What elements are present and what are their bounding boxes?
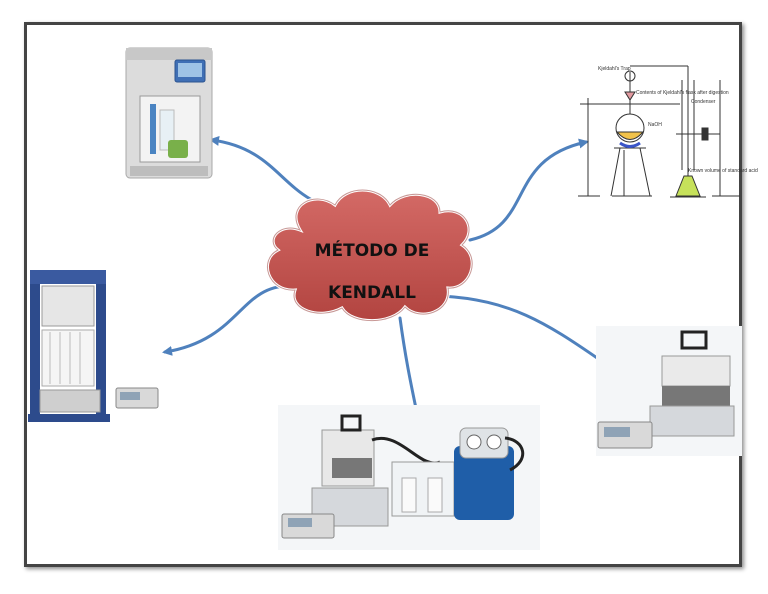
label-acid: Known volume of standard acid [688,168,758,174]
kjeldahl-apparatus-diagram: Kjeldahl's Trap Contents of Kjeldahl's f… [578,65,758,198]
central-cloud [266,188,474,323]
compact-block-image [596,326,742,456]
distillation-unit-image [125,47,213,179]
scrubber-system-image [278,405,540,550]
central-title-line-2: KENDALL [328,283,416,303]
connector-to-compact-block [440,294,602,362]
connector-to-scrubber-system [398,316,422,421]
connector-to-distillation-unit [209,136,357,215]
label-trap: Kjeldahl's Trap [598,66,631,72]
label-naoh: NaOH [648,122,662,128]
label-condenser: Condenser [691,99,716,105]
connector-to-digestion-rack [162,284,292,356]
digestion-rack-image [28,270,159,422]
central-title-line-1: MÉTODO DE [314,241,430,261]
label-contents: Contents of Kjeldahl's flask after diges… [636,90,729,96]
central-title: MÉTODO DE KENDALL [272,230,472,314]
connector-to-apparatus-diagram [468,138,589,242]
